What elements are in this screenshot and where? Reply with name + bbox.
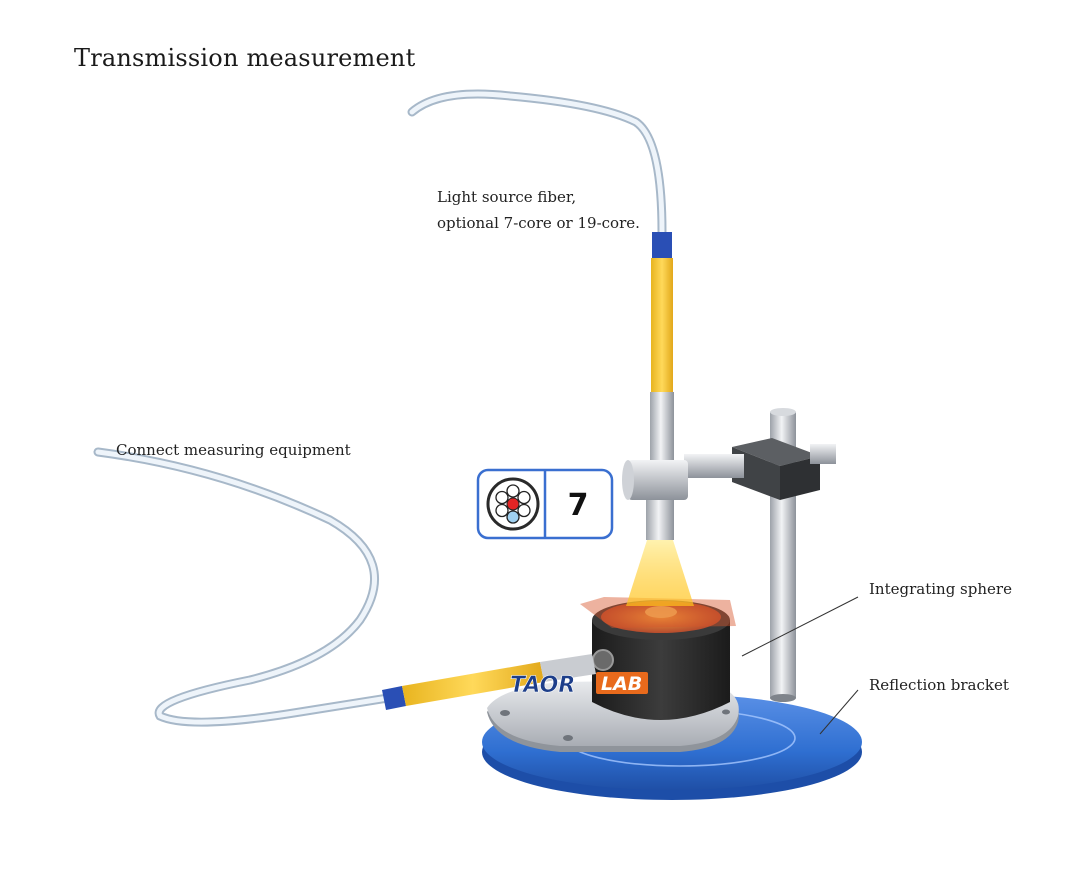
clamp-block (732, 438, 820, 500)
logo-part2: LAB (601, 673, 642, 695)
light-source-label-line1: Light source fiber, (437, 188, 577, 206)
page-title: Transmission measurement (74, 44, 416, 72)
integrating-sphere (580, 597, 736, 720)
measuring-equipment-fiber (93, 447, 596, 727)
light-beam (626, 537, 694, 606)
light-source-label-line2: optional 7-core or 19-core. (437, 214, 640, 232)
reflection-bracket-leader (819, 689, 859, 735)
holder-arm (684, 444, 836, 478)
taorlab-logo: TAOR LAB (510, 672, 648, 698)
fiber-holder (622, 460, 688, 540)
core-count: 7 (568, 488, 589, 523)
integrating-sphere-leader (741, 596, 859, 657)
light-source-fiber-label: Light source fiber, optional 7-core or 1… (437, 184, 640, 236)
connect-equipment-label: Connect measuring equipment (116, 441, 351, 459)
integrating-sphere-label: Integrating sphere (869, 580, 1012, 598)
fiber-7-core-icon (486, 477, 540, 531)
logo-part1: TAOR (510, 673, 575, 698)
light-source-fiber (407, 89, 674, 460)
reflection-bracket-label: Reflection bracket (869, 676, 1009, 694)
core-badge: 7 (476, 468, 614, 540)
